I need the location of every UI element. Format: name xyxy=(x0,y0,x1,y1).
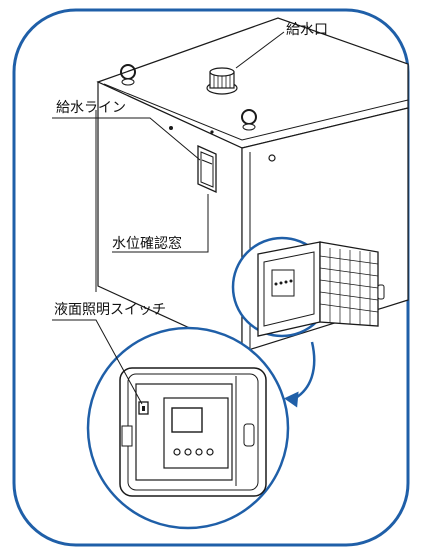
enlarged-panel xyxy=(86,326,290,530)
screw xyxy=(268,154,276,162)
fill-line-label: 給水ライン xyxy=(56,100,126,116)
level-window-leader xyxy=(112,194,209,253)
water-inlet-label: 給水口 xyxy=(286,22,328,38)
zoom-arrow-head xyxy=(284,391,299,408)
water-inlet-cap xyxy=(206,67,238,95)
eye-bolt-right xyxy=(241,109,257,131)
opened-cover-small xyxy=(231,236,333,338)
level-window-label: 水位確認窓 xyxy=(112,236,182,252)
eye-bolt-left xyxy=(120,64,136,86)
screw xyxy=(169,126,173,130)
level-light-switch-label: 液面照明スイッチ xyxy=(54,302,166,318)
level-window xyxy=(197,144,217,194)
cabinet-top-edge xyxy=(103,83,409,141)
cover-door-grid xyxy=(319,241,385,327)
fill-line-leader xyxy=(52,117,201,161)
screw xyxy=(210,130,214,134)
switch-leader xyxy=(52,319,143,405)
water-inlet-leader xyxy=(235,31,285,69)
